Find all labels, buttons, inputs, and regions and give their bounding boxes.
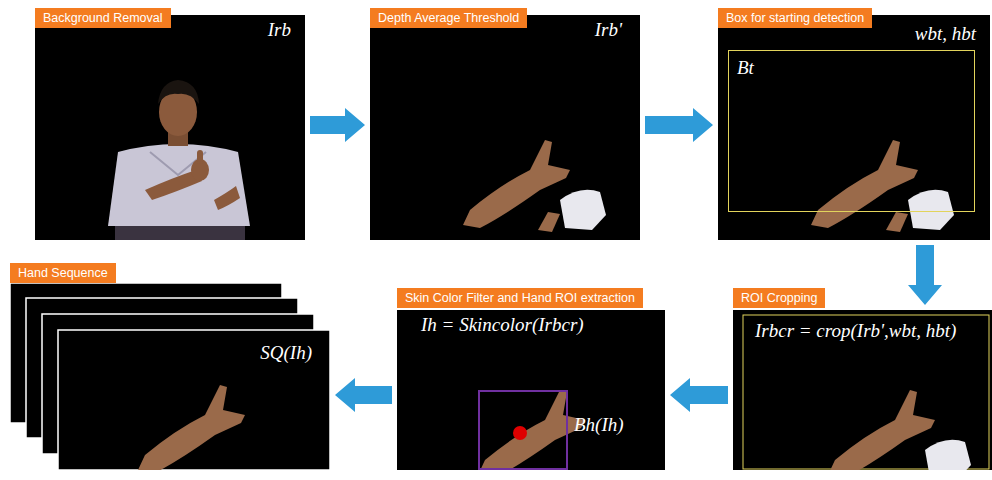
formula-label: Bh(Ih) bbox=[574, 414, 624, 436]
hand-shape bbox=[463, 140, 606, 232]
formula-label: SQ(Ih) bbox=[260, 342, 312, 364]
hand-roi-box: Bh(Ih) bbox=[478, 390, 568, 470]
image-panel: ROI CroppingIrbcr = crop(Irb',wbt, hbt) bbox=[733, 310, 992, 470]
image-panel: Depth Average ThresholdIrb' bbox=[370, 15, 640, 240]
image-panel: Skin Color Filter and Hand ROI extractio… bbox=[397, 310, 665, 470]
formula-label: wbt, hbt bbox=[915, 23, 976, 45]
image-panel: Hand SequenceSQ(Ih) bbox=[58, 330, 330, 470]
panel-header: Skin Color Filter and Hand ROI extractio… bbox=[397, 288, 643, 308]
image-panel: Box for starting detectionwbt, hbtBt bbox=[718, 15, 990, 240]
panel-header: Box for starting detection bbox=[718, 8, 872, 28]
formula-label: Irbcr = crop(Irb',wbt, hbt) bbox=[755, 320, 956, 342]
flow-arrow bbox=[310, 108, 365, 142]
panel-header: Background Removal bbox=[35, 8, 171, 28]
detection-box: Bt bbox=[728, 50, 975, 212]
hand-shape bbox=[138, 385, 245, 470]
person-figure bbox=[108, 80, 250, 240]
formula-label: Ih = Skincolor(Irbcr) bbox=[421, 314, 584, 336]
hand-shape bbox=[811, 140, 954, 232]
hand-shape bbox=[828, 390, 971, 470]
flow-arrow bbox=[670, 378, 728, 412]
image-ground bbox=[35, 15, 305, 240]
image-ground bbox=[718, 15, 990, 240]
panel-header: Depth Average Threshold bbox=[370, 8, 527, 28]
flow-arrow bbox=[908, 245, 942, 305]
hand-centroid bbox=[513, 426, 527, 440]
panel-header: ROI Cropping bbox=[733, 288, 825, 308]
image-ground bbox=[370, 15, 640, 240]
formula-label: Irb' bbox=[595, 19, 622, 41]
formula-label: Irb bbox=[268, 19, 291, 41]
flow-arrow bbox=[645, 108, 713, 142]
image-panel: Background RemovalIrb bbox=[35, 15, 305, 240]
hand-shape bbox=[478, 390, 585, 470]
panel-header: Hand Sequence bbox=[10, 263, 116, 283]
formula-label: Bt bbox=[737, 57, 754, 79]
flow-arrow bbox=[335, 378, 392, 412]
